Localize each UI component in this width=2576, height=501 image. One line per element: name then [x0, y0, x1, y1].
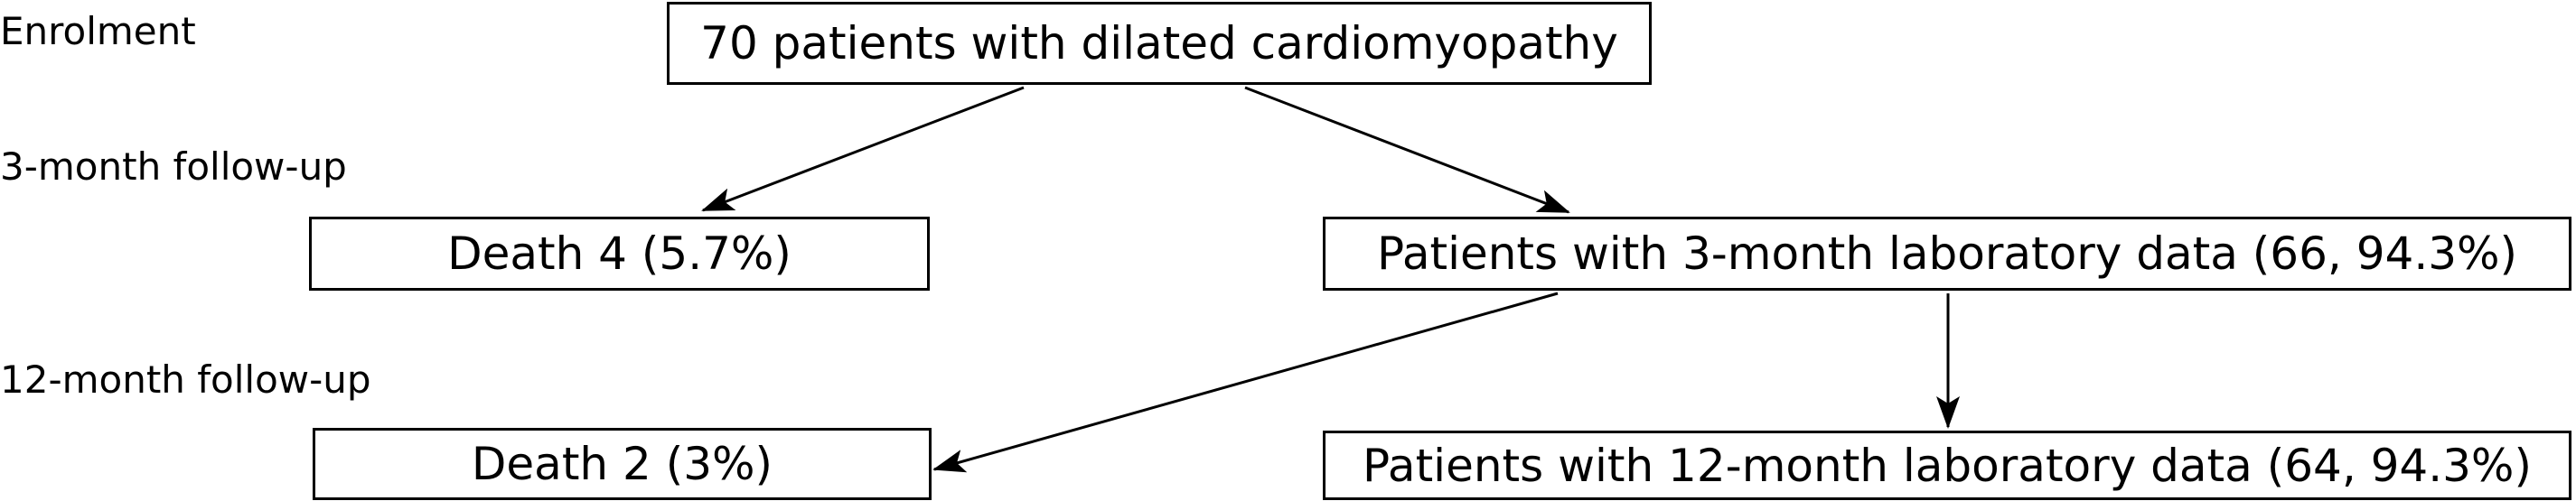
level-label-enrolment: Enrolment: [0, 9, 196, 53]
lab-3-month-box: Patients with 3-month laboratory data (6…: [1323, 217, 2571, 291]
level-label-3-month: 3-month follow-up: [0, 144, 347, 189]
lab-12-month-box: Patients with 12-month laboratory data (…: [1323, 431, 2571, 500]
level-label-12-month: 12-month follow-up: [0, 357, 371, 402]
arrow-enrolment-to-lab-3: [1244, 86, 1570, 214]
death-12-month-box: Death 2 (3%): [313, 428, 932, 500]
enrolment-box: 70 patients with dilated cardiomyopathy: [667, 2, 1652, 85]
death-3-month-box: Death 4 (5.7%): [309, 217, 930, 291]
arrow-enrolment-to-death-3: [701, 86, 1025, 212]
